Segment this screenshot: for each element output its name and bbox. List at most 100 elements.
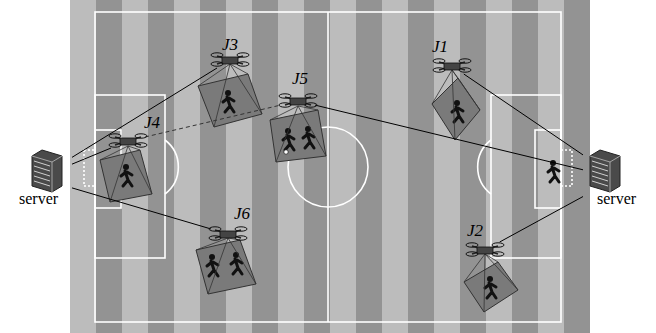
server-slot	[592, 181, 608, 186]
server-edge	[590, 156, 620, 192]
drone-rotor	[211, 62, 223, 66]
drone-icon	[211, 53, 249, 66]
player-head	[209, 254, 215, 260]
grass-stripe	[382, 0, 408, 333]
player-head	[225, 90, 231, 96]
wireless-link	[72, 68, 217, 157]
goal-area	[535, 130, 561, 208]
footprint-area	[432, 78, 480, 140]
server-slot	[34, 166, 50, 171]
server-slot	[592, 166, 608, 171]
drone-body	[220, 231, 236, 238]
camera-pyramid	[270, 106, 326, 162]
drone-rotor	[433, 59, 445, 63]
player-body	[207, 261, 218, 276]
footprint-area	[196, 240, 256, 294]
view-ray	[110, 146, 128, 202]
drone-rotor	[279, 103, 291, 107]
drone-rotor	[305, 94, 317, 98]
wireless-link	[72, 188, 211, 229]
drone-icon	[209, 227, 247, 240]
drone-icon	[109, 134, 147, 147]
player-body	[548, 167, 559, 182]
player-head	[487, 276, 493, 282]
grass-stripe	[330, 0, 356, 333]
drone-node: J3	[213, 52, 247, 68]
server-slot	[34, 181, 50, 186]
grass-stripe	[538, 0, 564, 333]
drone-rotor	[459, 68, 471, 72]
dashed-link	[145, 105, 281, 137]
grass-stripe	[304, 0, 330, 333]
drone-rotor	[459, 59, 471, 63]
grass-stripes	[70, 0, 590, 333]
server-slot	[592, 161, 608, 166]
view-ray	[298, 106, 326, 156]
footprint-area	[464, 262, 518, 312]
drone-rotor	[235, 227, 247, 231]
view-ray	[230, 64, 262, 114]
player-body	[231, 259, 242, 274]
camera-pyramid	[100, 146, 152, 202]
grass-stripe	[278, 0, 304, 333]
drone-body	[290, 98, 306, 105]
drone-rotor	[109, 134, 121, 138]
server-node: server	[583, 148, 651, 208]
drone-body	[477, 247, 493, 254]
server-icon	[590, 150, 620, 192]
grass-stripe	[512, 0, 538, 333]
server-label: server	[19, 190, 58, 207]
view-ray	[485, 254, 518, 290]
field-markings	[84, 12, 572, 322]
drone-rotor	[433, 68, 445, 72]
view-ray	[208, 238, 228, 294]
drone-icon	[433, 59, 471, 72]
drone-node: J4	[111, 133, 145, 149]
wireless-link	[500, 197, 583, 242]
view-ray	[276, 106, 298, 162]
goal-net	[561, 150, 572, 186]
drone-body	[120, 138, 136, 145]
player-figure	[485, 276, 496, 298]
penalty-box	[491, 95, 561, 258]
drone-node: J6	[211, 226, 245, 242]
wireless-link	[72, 148, 111, 164]
penalty-arc	[165, 140, 178, 194]
drone-icon	[466, 243, 504, 256]
view-ray	[228, 238, 256, 284]
penalty-box	[95, 95, 165, 258]
drone-label: J4	[144, 114, 160, 132]
drone-icon	[279, 94, 317, 107]
server-icons	[32, 150, 620, 192]
player-body	[303, 133, 314, 148]
view-ray	[452, 70, 455, 140]
server-slot	[34, 171, 50, 176]
drone-rotor	[209, 236, 221, 240]
footprint-area	[198, 74, 262, 127]
drone-label: J1	[432, 38, 448, 56]
player-figure	[223, 90, 234, 112]
drone-body	[444, 63, 460, 70]
view-ray	[128, 146, 152, 194]
server-slot	[34, 161, 50, 166]
drone-node: J2	[468, 242, 502, 258]
view-ray	[270, 106, 298, 120]
drone-label: J2	[467, 222, 483, 240]
player-body	[121, 171, 132, 186]
drone-body	[222, 57, 238, 64]
drone-label: J5	[292, 70, 308, 88]
halfway-line	[327, 12, 329, 322]
server-edge	[32, 156, 62, 192]
server-slot	[34, 176, 50, 181]
player-body	[283, 135, 294, 150]
server-node: server	[5, 148, 72, 208]
player-head	[123, 164, 129, 170]
grass-stripe	[408, 0, 434, 333]
footprint-area	[270, 110, 326, 162]
drone-node: J5	[281, 93, 315, 109]
drone-rotor	[211, 53, 223, 57]
drone-rotor	[235, 236, 247, 240]
drone-rotor	[466, 243, 478, 247]
